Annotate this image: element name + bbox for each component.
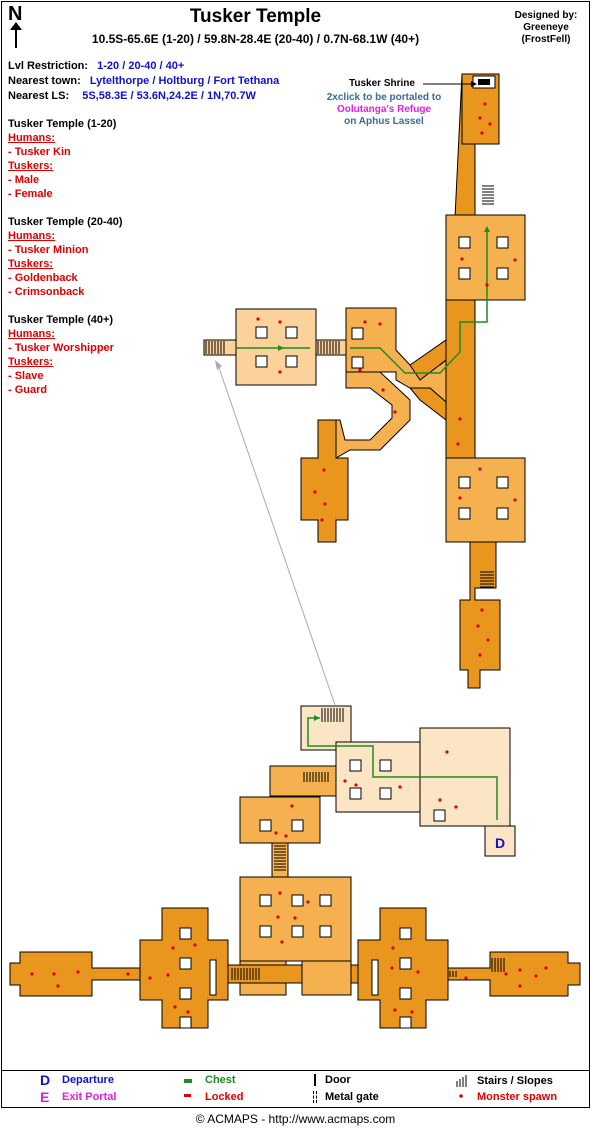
monster-category: Tuskers: [8, 258, 54, 270]
monster-item: - Tusker Worshipper [8, 342, 114, 354]
monster-category: Humans: [8, 230, 56, 242]
legend-gate: Metal gate [325, 1091, 379, 1103]
ls-value: 5S,58.3E / 53.6N,24.2E / 1N,70.7W [82, 90, 256, 102]
monster-heading: Tusker Temple (40+) [8, 314, 114, 326]
monster-item: - Guard [8, 384, 48, 396]
monster-item: - Slave [8, 370, 44, 382]
designer-server: (FrostFell) [521, 34, 571, 45]
departure-marker: D [495, 835, 505, 851]
nearest-town: Nearest town: Lytelthorpe / Holtburg / F… [8, 75, 279, 87]
monster-category: Humans: [8, 328, 56, 340]
shrine-label: Tusker Shrine [349, 78, 415, 89]
upper-right-column [445, 73, 526, 689]
level-value: 1-20 / 20-40 / 40+ [97, 60, 185, 72]
legend-departure-icon: D [40, 1072, 51, 1088]
portal-connector [217, 364, 336, 706]
legend [1, 1069, 590, 1108]
pillars [179, 236, 509, 1029]
page-title: Tusker Temple [189, 6, 322, 27]
ls-label: Nearest LS: [8, 90, 70, 102]
designer-name: Greeneye [523, 22, 569, 33]
monster-item: - Tusker Kin [8, 146, 71, 158]
legend-departure: Departure [62, 1074, 114, 1086]
legend-door: Door [325, 1074, 351, 1086]
level-label: Lvl Restriction: [8, 60, 89, 72]
gate-icon [313, 1091, 317, 1103]
coordinates: 10.5S-65.6E (1-20) / 59.8N-28.4E (20-40)… [91, 32, 420, 46]
upper-mid-cross-room [300, 419, 349, 543]
shrine-icon [472, 75, 496, 89]
monster-category: Humans: [8, 132, 56, 144]
shrine-note-line1: 2xclick to be portaled to [326, 92, 442, 103]
monster-item: - Tusker Minion [8, 244, 89, 256]
nearest-lifestone: Nearest LS: 5S,58.3E / 53.6N,24.2E / 1N,… [8, 90, 256, 102]
dungeon-map: D [9, 22, 581, 1029]
route-path [237, 229, 498, 820]
designer-credit: Designed by: Greeneye (FrostFell) [505, 10, 587, 46]
legend-chest: Chest [205, 1074, 236, 1086]
lower-mid-rooms [239, 765, 352, 996]
shrine-note: 2xclick to be portaled to Oolutanga's Re… [300, 92, 468, 128]
locked-icon [184, 1094, 191, 1097]
level-restriction: Lvl Restriction: 1-20 / 20-40 / 40+ [8, 60, 184, 72]
monster-list-1-20: Tusker Temple (1-20) Humans: - Tusker Ki… [8, 117, 116, 201]
designer-label: Designed by: [514, 10, 578, 21]
legend-spawn: Monster spawn [477, 1091, 558, 1103]
monster-category: Tuskers: [8, 356, 54, 368]
monster-category: Tuskers: [8, 160, 54, 172]
legend-stairs: Stairs / Slopes [477, 1075, 553, 1087]
shrine-destination: Oolutanga's Refuge [336, 104, 432, 115]
legend-exit: Exit Portal [62, 1091, 117, 1103]
monster-list-40-plus: Tusker Temple (40+) Humans: - Tusker Wor… [8, 313, 114, 397]
chest-icon [184, 1079, 192, 1083]
monster-item: - Male [8, 174, 40, 186]
monster-item: - Goldenback [8, 272, 78, 284]
monster-heading: Tusker Temple (20-40) [8, 216, 123, 228]
legend-locked: Locked [205, 1091, 244, 1103]
copyright: © ACMAPS - http://www.acmaps.com [195, 1112, 396, 1126]
compass-letter: N [8, 3, 23, 25]
shrine-note-line3: on Aphus Lassel [344, 116, 424, 127]
town-label: Nearest town: [8, 75, 81, 87]
upper-left-room [203, 308, 347, 386]
map-frame [1, 1, 590, 1071]
monster-heading: Tusker Temple (1-20) [8, 118, 117, 130]
monster-item: - Crimsonback [8, 286, 85, 298]
north-arrow-icon [10, 22, 22, 48]
door-icon [314, 1074, 316, 1086]
town-value: Lytelthorpe / Holtburg / Fort Tethana [89, 75, 280, 87]
monster-list-20-40: Tusker Temple (20-40) Humans: - Tusker M… [8, 215, 123, 299]
monster-spawns [30, 102, 548, 1014]
legend-exit-icon: E [40, 1089, 50, 1105]
stairs-slopes [205, 185, 505, 980]
lower-wing-rooms [9, 907, 581, 1029]
upper-center-rooms [317, 299, 476, 459]
monster-item: - Female [8, 188, 53, 200]
